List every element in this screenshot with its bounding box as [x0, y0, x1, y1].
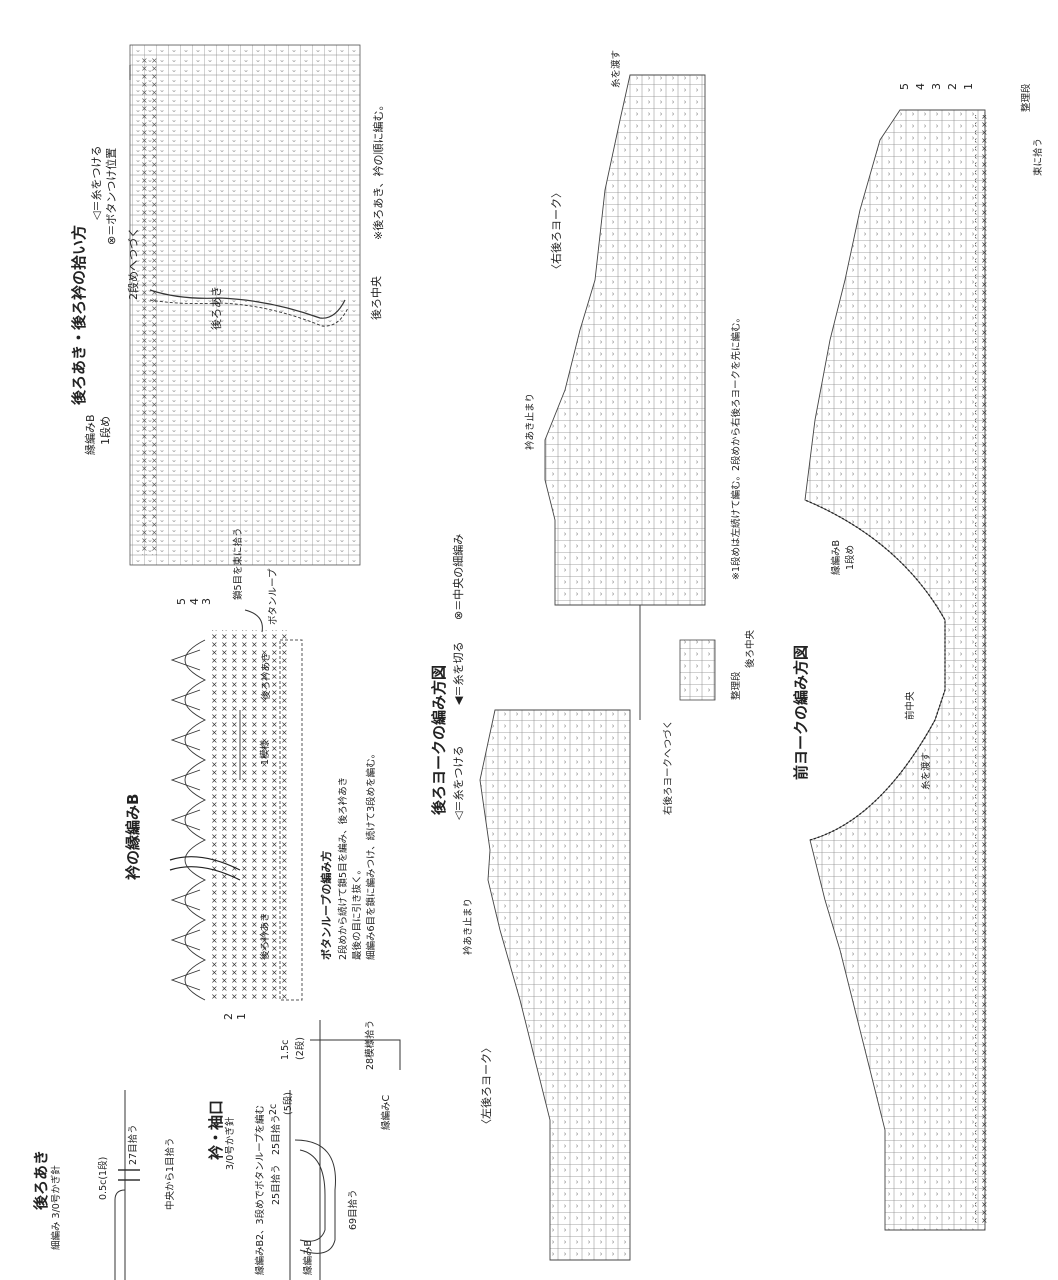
back-opening-small-sub: 細編み 3/0号かぎ針 [51, 1165, 62, 1250]
pick-25-a: 25目拾う [271, 1164, 282, 1205]
collar-rows-5: 5 [175, 598, 188, 605]
back-center-label: 後ろ中央 [370, 276, 383, 320]
front-edging-b: 縁編みB [831, 539, 842, 575]
legend-cut-yarn: ◀＝糸を切る [452, 641, 465, 705]
title-back-opening-collar: 後ろあき・後ろ衿の拾い方 [70, 224, 88, 405]
back-opening-center: 中央から1目拾う [165, 1137, 176, 1210]
left-back-yoke-label: 〈左後ろヨーク〉 [480, 1042, 493, 1130]
front-yoke-chart [804, 109, 987, 1231]
collar-rows-3: 3 [200, 598, 213, 605]
button-loop-line-1: 2段めから続けて鎖5目を編み、後ろ衿あき [338, 776, 349, 960]
collar-rows-1: 1 [235, 1013, 248, 1020]
edging-c: 縁編みC [381, 1094, 392, 1130]
legend-attach-yarn-2: ◁＝糸をつける [452, 745, 465, 820]
front-row1: 1段め [845, 544, 856, 570]
title-front-yoke: 前ヨークの編み方図 [792, 644, 810, 780]
yarn-cross-front: 糸を渡す [921, 751, 932, 790]
collar-rows-2: 2 [222, 1013, 235, 1020]
top-note: ※後ろあき、衿の順に編む。 [372, 99, 385, 240]
front-row-3: 3 [930, 83, 943, 90]
front-row-5: 5 [898, 83, 911, 90]
front-row-1: 1 [962, 83, 975, 90]
shaping-row-back: 整理段 [731, 671, 742, 700]
cuff-edging-b: 縁編みB [303, 1239, 314, 1275]
one-pattern-label: 1模様 [260, 739, 271, 765]
row1-label: 1段め [99, 416, 112, 445]
rows-2: (2段) [295, 1037, 306, 1060]
button-loop-line-2: 最後の目に引き抜く。 [352, 864, 363, 960]
edging-b-label: 縁編みB [84, 414, 97, 455]
bundle-pick-label: 束に拾う [1033, 137, 1044, 176]
size-1-5c: 1.5c [280, 1039, 291, 1060]
pick-up-label: 鎖5目を束に拾う [233, 527, 244, 600]
collar-edging-chart [169, 609, 303, 1001]
button-loop-label: ボタンループ [268, 568, 279, 625]
pick-25-b: 25目拾う [271, 1114, 282, 1155]
collar-opening-label-2: 後ろ衿あき [260, 912, 271, 960]
back-yoke-note: ※1段めは左続けて編む。2段めから右後ろヨークを先に編む。 [731, 312, 742, 580]
pick-28-patterns: 28模様拾う [365, 1019, 376, 1070]
collar-stop-left: 衿あき止まり [463, 897, 474, 955]
back-yoke-chart [479, 74, 716, 1261]
back-opening-width: 0.5c(1段) [98, 1156, 109, 1200]
yarn-cross-back: 糸を渡す [611, 49, 622, 88]
continue-right-yoke: 右後ろヨークへつづく [663, 719, 674, 815]
legend-center-sc: ⊗＝中央の細編み [452, 533, 465, 620]
collar-cuff-note: 縁編みB2、3段めでボタンループを編む [255, 1104, 266, 1275]
fan-motifs [170, 639, 207, 1001]
button-loop-title: ボタンループの編み方 [320, 850, 333, 960]
back-center-yoke: 後ろ中央 [745, 629, 756, 668]
back-opening-label: 後ろあき [210, 286, 223, 330]
front-center-label: 前中央 [905, 691, 916, 720]
back-opening-chart [129, 44, 361, 566]
collar-opening-label-1: 後ろ衿あき [261, 652, 272, 700]
legend-attach-yarn: ◁＝糸をつける [90, 145, 103, 220]
title-collar-edging: 衿の縁編みB [124, 793, 142, 880]
schematic [114, 1020, 401, 1280]
button-loop-line-3: 細編み6目を鎖に編みつけ、続けて3段めを編む。 [366, 748, 377, 960]
title-back-yoke: 後ろヨークの編み方図 [430, 664, 448, 815]
pick-69: 69目拾う [348, 1189, 359, 1230]
size-2c: 2c [268, 1103, 279, 1115]
front-row-2: 2 [946, 83, 959, 90]
legend-button-position: ⊗＝ボタンつけ位置 [105, 147, 118, 245]
rows-5: (5段) [283, 1092, 294, 1115]
collar-cuff-hook: 3/0号かぎ針 [225, 1116, 236, 1170]
continue-row2-label: 2段めへつづく [127, 227, 140, 300]
front-row-4: 4 [914, 83, 927, 90]
shaping-row-front: 整理段 [1021, 83, 1032, 112]
collar-stop-right: 衿あき止まり [525, 392, 536, 450]
back-opening-pick: 27目拾う [128, 1124, 139, 1165]
right-back-yoke-label: 〈右後ろヨーク〉 [550, 187, 563, 275]
